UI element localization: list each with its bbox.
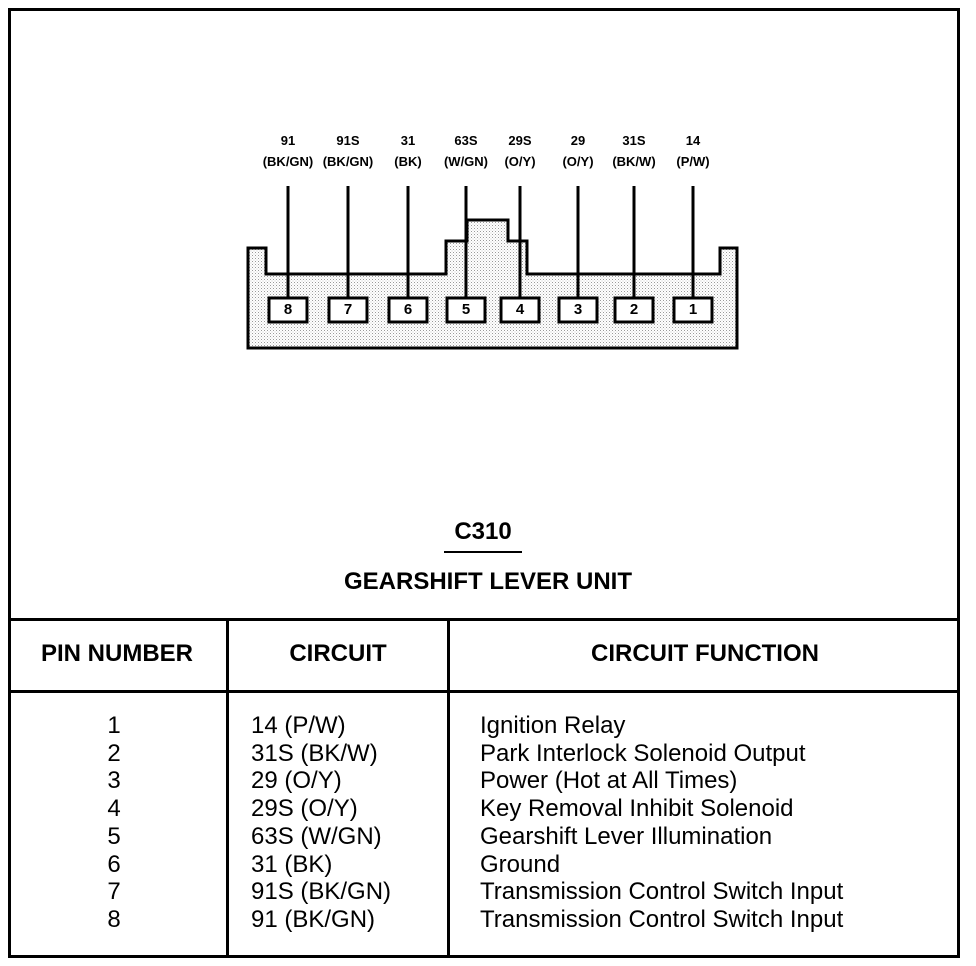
- wire-color: (W/GN): [443, 154, 489, 169]
- wire-color: (P/W): [676, 154, 710, 169]
- row-4-circuit: 29S (O/Y): [251, 795, 358, 823]
- pin-number-4: 4: [515, 301, 525, 318]
- wire-circuit: 31: [400, 133, 416, 148]
- pin-number-3: 3: [573, 301, 583, 318]
- wire-circuit: 31S: [622, 133, 646, 148]
- wire-circuit: 91: [280, 133, 296, 148]
- row-2-pin: 2: [107, 739, 121, 767]
- connector-subtitle: GEARSHIFT LEVER UNIT: [343, 568, 632, 595]
- table-divider-1: [226, 618, 229, 958]
- pin-number-1: 1: [688, 301, 698, 318]
- header-pin-number: PIN NUMBER: [40, 640, 193, 667]
- row-5-function: Gearshift Lever Illumination: [480, 822, 773, 850]
- title-underline: [444, 551, 522, 553]
- pin-number-7: 7: [343, 301, 353, 318]
- pin-box-7: [327, 296, 369, 324]
- wire-label-1: 14 (P/W): [653, 130, 733, 172]
- wire-label-7: 91S (BK/GN): [308, 130, 388, 172]
- wire-color: (BK/GN): [322, 154, 374, 169]
- table-header-border: [8, 690, 960, 693]
- wire-circuit: 14: [685, 133, 701, 148]
- row-2-function: Park Interlock Solenoid Output: [480, 739, 806, 767]
- wire-color: (BK): [394, 154, 422, 169]
- row-5-pin: 5: [107, 822, 121, 850]
- row-6-function: Ground: [480, 850, 561, 878]
- pin-number-2: 2: [629, 301, 639, 318]
- connector-housing: [246, 218, 739, 350]
- wire-color: (BK/GN): [262, 154, 314, 169]
- table-divider-2: [447, 618, 450, 958]
- row-1-pin: 1: [107, 712, 121, 739]
- wire-label-3: 29 (O/Y): [538, 130, 618, 172]
- connector-title: C310: [454, 518, 512, 545]
- row-6-pin: 6: [107, 850, 121, 878]
- wire-color: (O/Y): [562, 154, 594, 169]
- row-7-circuit: 91S (BK/GN): [251, 878, 392, 906]
- row-5-circuit: 63S (W/GN): [251, 822, 382, 850]
- wire-label-8: 91 (BK/GN): [248, 130, 328, 172]
- header-circuit: CIRCUIT: [289, 640, 387, 667]
- row-3-function: Power (Hot at All Times): [480, 767, 738, 795]
- header-circuit-function: CIRCUIT FUNCTION: [591, 640, 819, 667]
- wire-circuit: 29: [570, 133, 586, 148]
- row-8-circuit: 91 (BK/GN): [251, 905, 376, 933]
- pin-box-2: [613, 296, 655, 324]
- row-1-circuit: 14 (P/W): [251, 712, 346, 739]
- row-7-pin: 7: [107, 878, 121, 906]
- wire-circuit: 63S: [454, 133, 478, 148]
- row-2-circuit: 31S (BK/W): [251, 739, 378, 767]
- pin-box-6: [387, 296, 429, 324]
- pin-number-8: 8: [283, 301, 293, 318]
- row-7-function: Transmission Control Switch Input: [480, 878, 844, 906]
- wire-label-6: 31 (BK): [368, 130, 448, 172]
- pin-number-5: 5: [461, 301, 471, 318]
- row-4-pin: 4: [107, 795, 121, 823]
- wire-color: (O/Y): [504, 154, 536, 169]
- row-8-function: Transmission Control Switch Input: [480, 905, 844, 933]
- row-3-circuit: 29 (O/Y): [251, 767, 342, 795]
- row-8-pin: 8: [107, 905, 121, 933]
- table-top-border: [8, 618, 960, 621]
- row-6-circuit: 31 (BK): [251, 850, 333, 878]
- wire-label-4: 29S (O/Y): [480, 130, 560, 172]
- wire-circuit: 91S: [336, 133, 360, 148]
- row-3-pin: 3: [107, 767, 121, 795]
- row-1-function: Ignition Relay: [480, 712, 626, 739]
- wire-label-5: 63S (W/GN): [426, 130, 506, 172]
- wire-circuit: 29S: [508, 133, 532, 148]
- wire-label-2: 31S (BK/W): [594, 130, 674, 172]
- diagram-frame: [8, 8, 960, 958]
- pin-number-6: 6: [403, 301, 413, 318]
- wire-color: (BK/W): [612, 154, 656, 169]
- pin-box-8: [267, 296, 309, 324]
- row-4-function: Key Removal Inhibit Solenoid: [480, 795, 794, 823]
